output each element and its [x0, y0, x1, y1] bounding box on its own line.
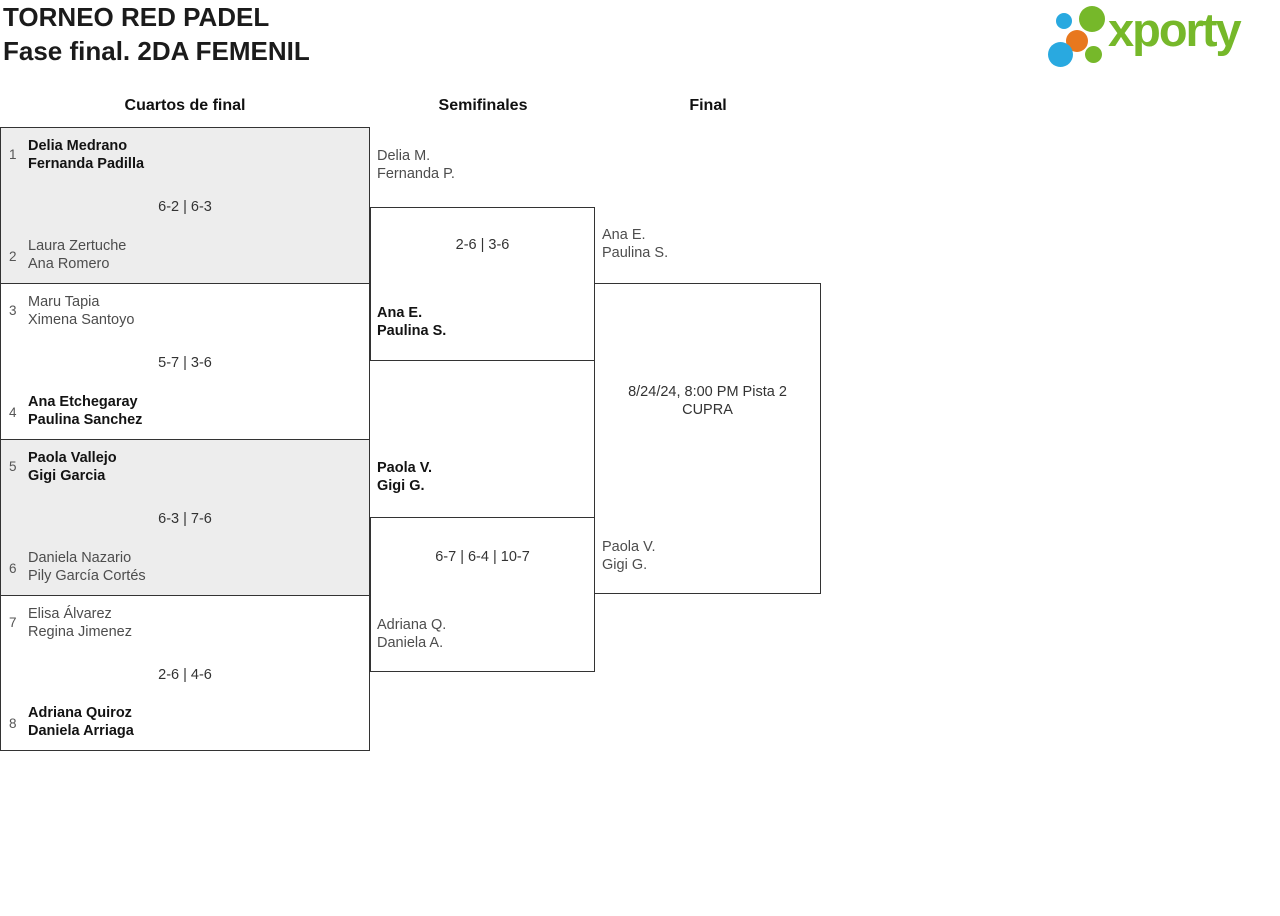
player-name: Paola Vallejo	[28, 450, 117, 466]
player-name: Ana Romero	[28, 256, 110, 272]
player-name: Laura Zertuche	[28, 238, 127, 254]
player-name: Ana E.	[602, 227, 646, 243]
player-name: Fernanda P.	[377, 166, 455, 182]
player-name: Gigi Garcia	[28, 468, 106, 484]
team-names: Delia M. Fernanda P.	[377, 147, 455, 183]
match-score: 6-7 | 6-4 | 10-7	[435, 549, 530, 565]
seed-number: 4	[9, 405, 17, 420]
player-name: Delia M.	[377, 148, 431, 164]
player-name: Ana E.	[377, 305, 423, 321]
player-name: Paola V.	[602, 539, 656, 555]
player-name: Gigi G.	[602, 557, 648, 573]
qf-match-2: 3 Maru Tapia Ximena Santoyo 5-7 | 3-6 An…	[0, 283, 370, 440]
match-score: 6-2 | 6-3	[158, 199, 212, 215]
team-names: Ana E. Paulina S.	[602, 226, 668, 262]
page-subtitle: Fase final. 2DA FEMENIL	[3, 36, 310, 66]
final-match-box	[594, 283, 821, 594]
team-names: Ana E. Paulina S.	[377, 304, 446, 340]
seed-number: 1	[9, 147, 17, 162]
logo-dot-icon	[1085, 46, 1102, 63]
match-score: 5-7 | 3-6	[158, 355, 212, 371]
match-score: 6-3 | 7-6	[158, 511, 212, 527]
team-names: Paola Vallejo Gigi Garcia	[28, 449, 117, 485]
seed-number: 7	[9, 615, 17, 630]
seed-number: 2	[9, 249, 17, 264]
player-name: Daniela Arriaga	[28, 723, 134, 739]
team-names: Adriana Q. Daniela A.	[377, 616, 446, 652]
team-names: Paola V. Gigi G.	[602, 538, 655, 574]
qf-match-4: 7 Elisa Álvarez Regina Jimenez 2-6 | 4-6…	[0, 595, 370, 751]
column-header-semifinals: Semifinales	[438, 97, 528, 114]
player-name: Adriana Q.	[377, 617, 447, 633]
seed-number: 8	[9, 716, 17, 731]
player-name: Daniela A.	[377, 635, 444, 651]
column-header-final: Final	[689, 97, 727, 114]
player-name: Maru Tapia	[28, 294, 100, 310]
player-name: Paulina S.	[377, 323, 447, 339]
page-title: TORNEO RED PADEL	[3, 2, 270, 32]
team-names: Elisa Álvarez Regina Jimenez	[28, 605, 132, 641]
qf-match-1: 1 Delia Medrano Fernanda Padilla 6-2 | 6…	[0, 127, 370, 284]
column-header-quarterfinals: Cuartos de final	[124, 97, 246, 114]
team-names: Ana Etchegaray Paulina Sanchez	[28, 393, 142, 429]
sf-match-2-box	[370, 517, 595, 672]
player-name: Fernanda Padilla	[28, 156, 145, 172]
team-names: Daniela Nazario Pily García Cortés	[28, 549, 146, 585]
team-names: Adriana Quiroz Daniela Arriaga	[28, 704, 134, 740]
player-name: Delia Medrano	[28, 138, 128, 154]
seed-number: 3	[9, 303, 17, 318]
seed-number: 5	[9, 459, 17, 474]
qf-match-3: 5 Paola Vallejo Gigi Garcia 6-3 | 7-6 Da…	[0, 439, 370, 596]
player-name: Elisa Álvarez	[28, 606, 112, 622]
player-name: Paulina S.	[602, 245, 669, 261]
player-name: Gigi G.	[377, 478, 425, 494]
final-schedule: 8/24/24, 8:00 PM Pista 2 CUPRA	[594, 383, 821, 419]
logo-dot-icon	[1048, 42, 1073, 67]
player-name: Paulina Sanchez	[28, 412, 143, 428]
player-name: Adriana Quiroz	[28, 705, 132, 721]
logo-dot-icon	[1066, 30, 1088, 52]
team-names: Paola V. Gigi G.	[377, 459, 432, 495]
final-schedule-datetime: 8/24/24, 8:00 PM Pista 2	[628, 384, 787, 400]
player-name: Daniela Nazario	[28, 550, 132, 566]
match-score: 2-6 | 3-6	[455, 237, 510, 253]
team-names: Laura Zertuche Ana Romero	[28, 237, 126, 273]
player-name: Pily García Cortés	[28, 568, 146, 584]
logo-dot-icon	[1056, 13, 1072, 29]
team-names: Maru Tapia Ximena Santoyo	[28, 293, 134, 329]
logo-wordmark: xporty	[1108, 3, 1242, 56]
xporty-logo[interactable]: xporty	[1046, 3, 1276, 68]
player-name: Regina Jimenez	[28, 624, 132, 640]
seed-number: 6	[9, 561, 17, 576]
player-name: Ximena Santoyo	[28, 312, 135, 328]
match-score: 2-6 | 4-6	[158, 667, 212, 683]
team-names: Delia Medrano Fernanda Padilla	[28, 137, 144, 173]
final-schedule-court: CUPRA	[682, 402, 733, 418]
logo-dot-icon	[1079, 6, 1105, 32]
player-name: Paola V.	[377, 460, 433, 476]
player-name: Ana Etchegaray	[28, 394, 138, 410]
